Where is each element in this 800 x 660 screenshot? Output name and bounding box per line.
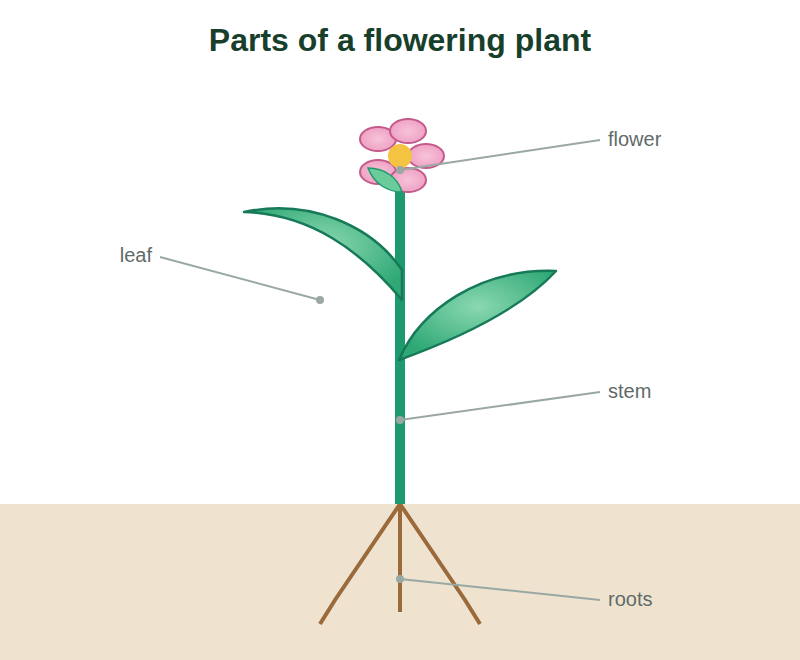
part-label: leaf bbox=[120, 243, 152, 267]
soil-ground bbox=[0, 504, 800, 660]
stem bbox=[395, 172, 405, 504]
part-label: flower bbox=[608, 127, 661, 151]
leader-lines bbox=[160, 140, 600, 600]
part-label: roots bbox=[608, 587, 652, 611]
roots bbox=[320, 504, 480, 624]
part-label: stem bbox=[608, 379, 651, 403]
flower-head bbox=[360, 119, 444, 192]
leaf-right bbox=[399, 271, 556, 360]
flower-center bbox=[388, 144, 412, 168]
diagram-title: Parts of a flowering plant bbox=[0, 22, 800, 59]
